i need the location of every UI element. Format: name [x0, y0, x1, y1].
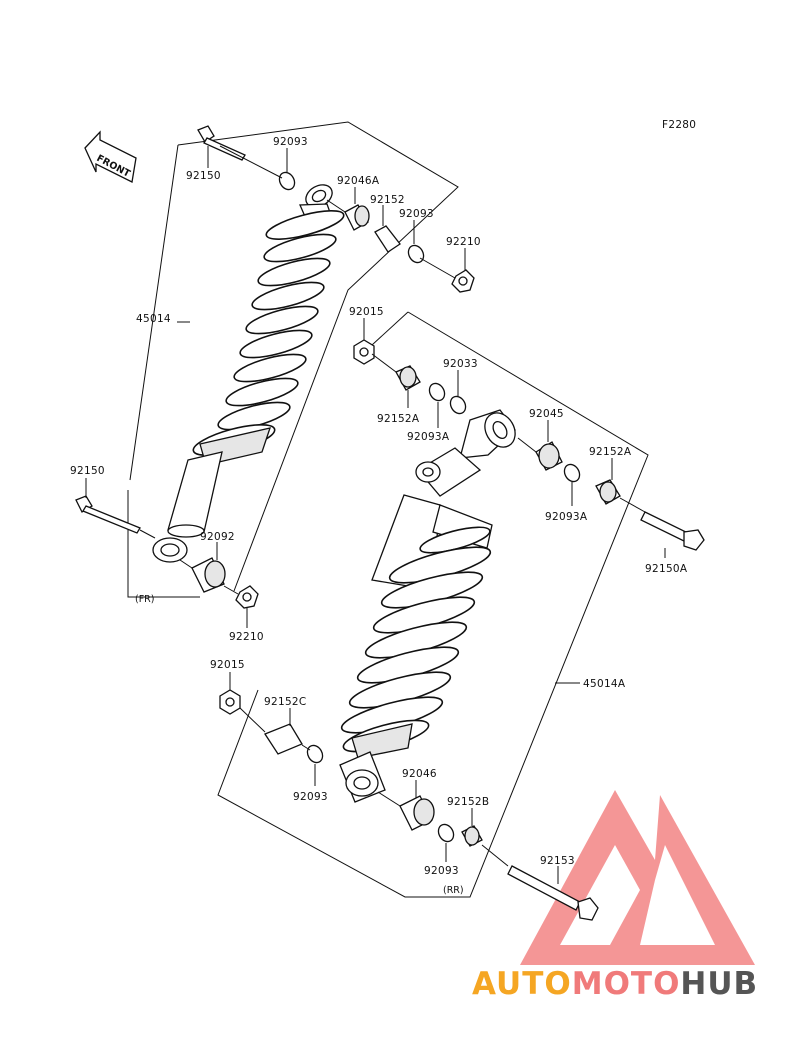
- washer-92093-bottom: [437, 823, 455, 843]
- label-92093A-left: 92093A: [407, 431, 450, 443]
- label-92015-bottom: 92015: [210, 659, 245, 671]
- rear-shock-bottom-eye: [339, 751, 386, 803]
- label-92093-top: 92093: [273, 136, 308, 148]
- bolt-92150A: [640, 511, 705, 551]
- washer-92093-mid: [407, 244, 425, 264]
- label-92152A-right: 92152A: [589, 446, 632, 458]
- label-92093-mid: 92093: [399, 208, 434, 220]
- label-92210-bottom: 92210: [229, 631, 264, 643]
- automotohub-logo: [520, 790, 755, 965]
- bushing-92092: [191, 557, 226, 593]
- rear-shock-top-clevis: [415, 409, 516, 497]
- bushing-92046: [399, 795, 435, 831]
- variant-rear-label: (RR): [443, 885, 464, 896]
- rear-shock-spring: [340, 526, 492, 759]
- front-shock-body: [152, 451, 223, 563]
- wordmark-auto: AUTO: [472, 966, 572, 1002]
- label-92015-top: 92015: [349, 306, 384, 318]
- wordmark-moto: MOTO: [572, 966, 681, 1002]
- wordmark-hub: HUB: [680, 966, 758, 1002]
- label-92093-bottom: 92093: [424, 865, 459, 877]
- washer-92093-top: [278, 171, 296, 191]
- rear-assembly-outline: [217, 311, 649, 898]
- label-92150A: 92150A: [645, 563, 688, 575]
- label-92045: 92045: [529, 408, 564, 420]
- label-92093A-right: 92093A: [545, 511, 588, 523]
- bushing-92045: [535, 441, 563, 471]
- label-92092: 92092: [200, 531, 235, 543]
- bushing-92046A: [344, 204, 370, 231]
- nut-92015-bottom: [219, 689, 241, 715]
- label-92093-low: 92093: [293, 791, 328, 803]
- front-arrow-icon: FRONT: [84, 130, 137, 183]
- label-92152B: 92152B: [447, 796, 489, 808]
- nut-92210-bottom: [235, 585, 259, 609]
- label-92152C: 92152C: [264, 696, 307, 708]
- nut-92210-top: [451, 269, 475, 293]
- leader-lines: [85, 145, 666, 884]
- figure-reference: F2280: [662, 119, 696, 131]
- label-92033: 92033: [443, 358, 478, 370]
- label-92153: 92153: [540, 855, 575, 867]
- washer-92093A-right: [563, 463, 581, 483]
- washer-92093-low: [306, 744, 324, 764]
- svg-text:AUTOMOTOHUB: AUTOMOTOHUB: [472, 966, 758, 1002]
- front-assembly-outline: [177, 121, 459, 592]
- collar-92152: [374, 225, 401, 253]
- bolt-92153: [507, 865, 599, 921]
- label-45014A: 45014A: [583, 678, 626, 690]
- nut-92015-top: [353, 339, 375, 365]
- label-92210-top: 92210: [446, 236, 481, 248]
- label-92046A: 92046A: [337, 175, 380, 187]
- label-92046: 92046: [402, 768, 437, 780]
- collar-92152A-right: [595, 479, 621, 505]
- front-shock-spring: [192, 210, 345, 466]
- label-92150-left: 92150: [70, 465, 105, 477]
- collar-92152C: [264, 723, 303, 755]
- collar-92152B: [461, 825, 483, 847]
- bolt-92150-left: [75, 495, 141, 534]
- bolt-92150-top: [197, 125, 246, 161]
- automotohub-wordmark: AUTOMOTOHUB: [472, 966, 758, 1002]
- label-45014: 45014: [136, 313, 171, 325]
- label-92152A-left: 92152A: [377, 413, 420, 425]
- label-92150-top: 92150: [186, 170, 221, 182]
- collar-92152A-left: [395, 365, 421, 391]
- label-92152: 92152: [370, 194, 405, 206]
- washer-92093A-left: [428, 382, 446, 402]
- seal-92033: [449, 395, 467, 415]
- variant-front-label: (FR): [135, 594, 154, 605]
